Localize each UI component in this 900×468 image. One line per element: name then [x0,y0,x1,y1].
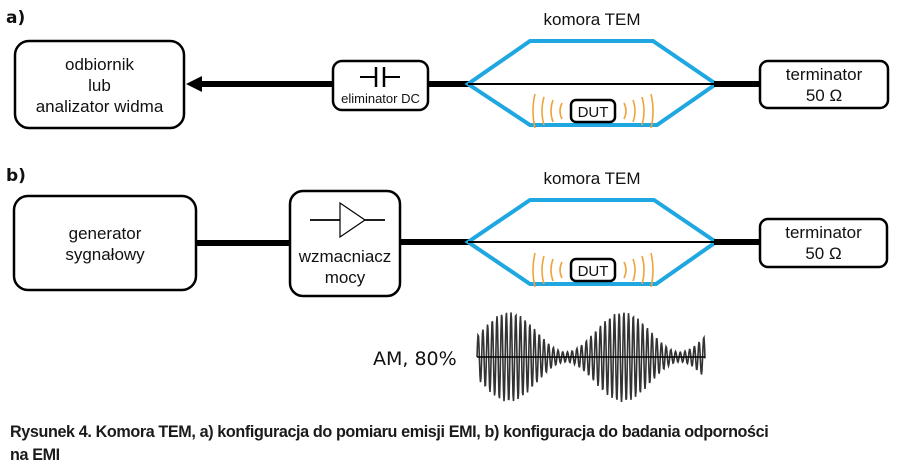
wave-arc [641,255,645,285]
wave-arc [632,99,636,123]
wave-arc [532,93,536,129]
tem-chamber-b: DUT [464,198,720,288]
tem-chamber-a: DUT [464,39,720,129]
receiver-label-line1: odbiornik [65,55,134,74]
terminator-b-label-line2: 50 Ω [805,244,841,263]
chamber-b-title: komora TEM [544,169,641,188]
terminator-box-a: terminator 50 Ω [758,59,890,110]
wave-arc [632,258,636,282]
wave-arc [623,102,627,120]
wave-arc [550,258,554,282]
chamber-a-title: komora TEM [544,10,641,29]
wave-arc [541,96,545,126]
wave-arc [550,99,554,123]
panel-b: b) generator sygnałowy wzmacniacz mocy k… [6,166,889,402]
panel-a: a) odbiornik lub analizator widma elimin… [6,8,890,130]
terminator-box-b: terminator 50 Ω [758,217,889,269]
wave-arc [650,93,654,129]
arrowhead-icon [186,76,202,92]
receiver-label-line2: lub [88,76,111,95]
terminator-a-label-line1: terminator [786,65,863,84]
am-waveform-icon [476,312,706,402]
terminator-b-label-line1: terminator [785,223,862,242]
amplifier-label-line2: mocy [325,268,366,287]
receiver-label-line3: analizator widma [36,97,164,116]
amplifier-box: wzmacniacz mocy [288,189,402,298]
dut-label-a: DUT [578,104,609,121]
figure-caption: Rysunek 4. Komora TEM, a) konfiguracja d… [10,420,846,466]
amplifier-label-line1: wzmacniacz [298,247,392,266]
dc-blocker-box: eliminator DC [331,59,430,112]
generator-label-line1: generator [69,224,142,243]
wave-arc [559,102,563,120]
radio-waves-icon [532,252,654,288]
amplifier-triangle-icon [310,201,385,239]
dc-blocker-label: eliminator DC [341,91,420,106]
dut-box-b [569,257,617,283]
wave-arc [532,252,536,288]
caption-line1: Rysunek 4. Komora TEM, a) konfiguracja d… [10,422,769,441]
generator-label-line2: sygnałowy [65,245,145,264]
capacitor-icon [360,67,400,87]
wave-arc [641,96,645,126]
generator-box: generator sygnałowy [12,194,198,292]
caption-line2: na EMI [10,445,60,464]
receiver-box: odbiornik lub analizator widma [13,39,186,130]
terminator-a-label-line2: 50 Ω [806,86,842,105]
modulation-label: AM, 80% [373,348,457,370]
wave-arc [559,261,563,279]
dut-label-b: DUT [578,263,609,280]
wave-arc [650,252,654,288]
radio-waves-icon [532,93,654,129]
wave-arc [541,255,545,285]
panel-a-label: a) [6,8,25,28]
panel-b-label: b) [6,166,26,186]
dut-box-a [569,98,617,124]
signal-arrow [186,76,333,92]
wave-arc [623,261,627,279]
